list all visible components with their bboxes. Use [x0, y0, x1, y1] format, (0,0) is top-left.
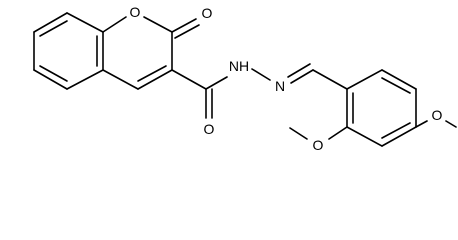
bond: [346, 126, 383, 147]
bond-layer: [33, 12, 457, 147]
bond: [328, 126, 348, 140]
bond: [137, 69, 173, 90]
bond: [102, 16, 127, 33]
bond: [312, 69, 348, 90]
bond: [66, 12, 104, 33]
bond: [171, 18, 197, 33]
bond: [346, 69, 383, 90]
bond: [205, 76, 228, 90]
bond: [66, 69, 104, 90]
bond: [445, 120, 457, 128]
bond: [290, 69, 314, 84]
bond: [171, 69, 207, 90]
bond: [415, 120, 428, 128]
lactone-carbonyl-oxygen-label: O: [202, 5, 213, 21]
para-methoxy-oxygen-label: O: [432, 107, 443, 123]
bond: [33, 12, 68, 33]
chemical-structure-diagram: O O O NH N O O: [33, 4, 457, 153]
ortho-methoxy-oxygen-label: O: [313, 137, 324, 153]
bond: [102, 69, 139, 90]
amide-oxygen-label: O: [204, 121, 215, 137]
ring-oxygen-label: O: [130, 4, 141, 20]
bond: [381, 77, 411, 94]
bond: [39, 20, 68, 37]
hydrazide-nh-label: NH: [229, 58, 249, 74]
bond: [174, 24, 200, 39]
bond: [39, 65, 68, 82]
bond: [381, 122, 411, 139]
bond: [381, 69, 417, 90]
atom-label-layer: O O O NH N O O: [130, 4, 443, 153]
bond: [137, 65, 167, 82]
bond: [381, 126, 417, 147]
bond: [251, 68, 271, 81]
bond: [287, 63, 311, 78]
hydrazone-n-label: N: [275, 78, 285, 94]
bond: [143, 16, 173, 33]
bond: [289, 127, 308, 140]
bond: [33, 69, 68, 90]
